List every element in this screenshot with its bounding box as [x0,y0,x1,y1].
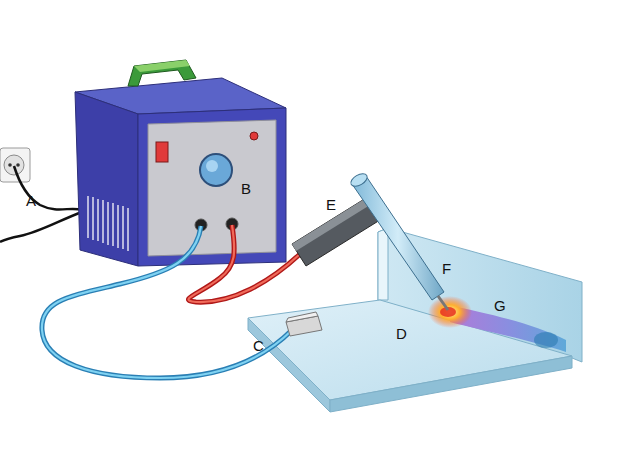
ground-clamp [286,312,322,336]
ground-cable [42,226,292,378]
part-letter: E [326,197,336,212]
part-letter: D [396,326,407,341]
electrode-holder [292,171,448,310]
part-letter: A [26,193,36,208]
electrode-cable [188,225,300,302]
part-letter: F [442,261,451,276]
part-letter: G [494,298,506,313]
part-letter: B [241,181,251,196]
wall-socket [0,148,30,182]
mains-cable [0,212,82,242]
part-letter: C [253,338,264,353]
electrode-cable [188,225,300,302]
ground-cable [42,226,292,378]
welding-machine [75,60,286,266]
mains-cable [14,166,82,210]
